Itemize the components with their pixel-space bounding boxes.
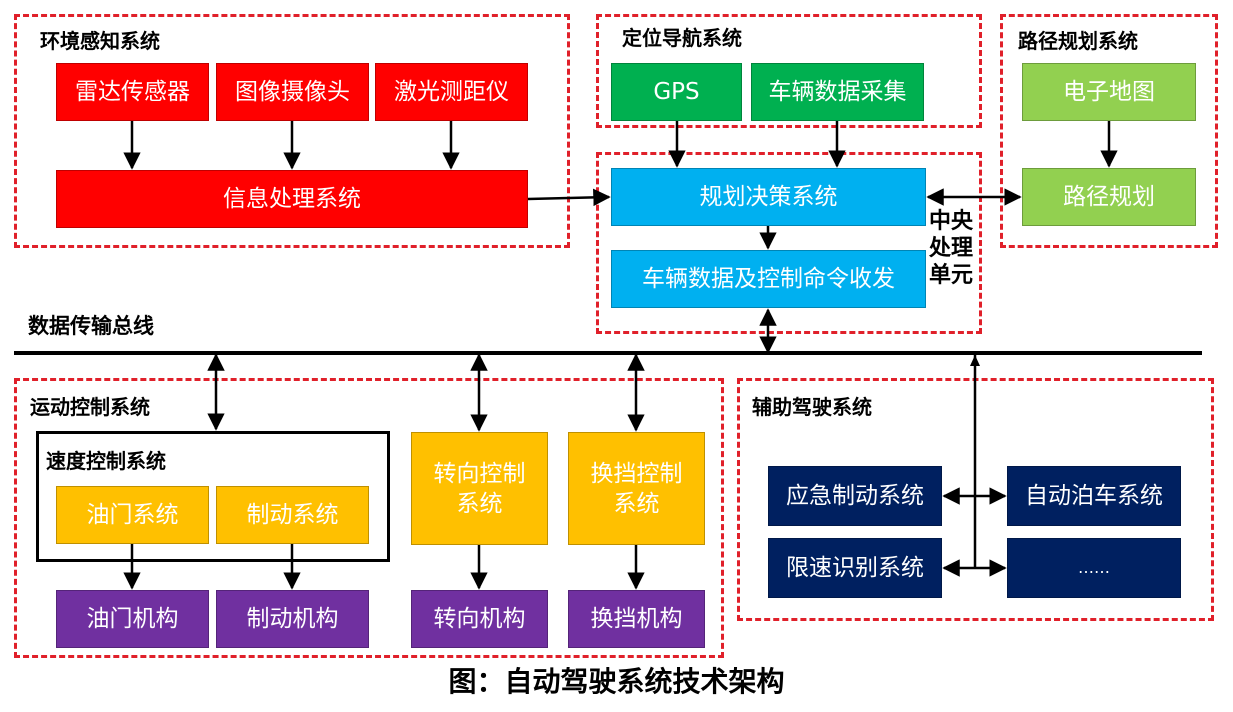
group-label-assist: 辅助驾驶系统 [752,395,872,419]
radar-sensor-box[interactable]: 雷达传感器 [56,63,209,121]
brake-system-box[interactable]: 制动系统 [216,486,369,544]
steering-control-box[interactable]: 转向控制系统 [411,432,548,545]
group-path-planning [1000,14,1218,248]
gear-mechanism-box[interactable]: 换挡机构 [568,590,705,648]
group-label-environment: 环境感知系统 [40,29,160,53]
figure-caption: 图：自动驾驶系统技术架构 [448,665,785,698]
vehicle-data-acquisition-box[interactable]: 车辆数据采集 [751,63,924,121]
electronic-map-box[interactable]: 电子地图 [1022,63,1196,121]
emergency-brake-box[interactable]: 应急制动系统 [768,466,942,526]
data-bus-label: 数据传输总线 [28,314,154,338]
throttle-system-box[interactable]: 油门系统 [56,486,209,544]
brake-mechanism-box[interactable]: 制动机构 [216,590,369,648]
group-central-processing [596,152,982,334]
group-label-motion: 运动控制系统 [30,395,150,419]
throttle-mechanism-box[interactable]: 油门机构 [56,590,209,648]
more-systems-box[interactable]: …… [1007,538,1181,598]
arrow-info-to-decision [527,188,611,207]
group-speed-control [36,431,390,562]
assist-trunk-arrowhead [970,355,980,366]
data-command-transceiver-box[interactable]: 车辆数据及控制命令收发 [611,250,926,308]
steering-mechanism-box[interactable]: 转向机构 [411,590,548,648]
group-environment-perception [14,14,570,248]
decision-system-box[interactable]: 规划决策系统 [611,168,926,226]
group-label-speed: 速度控制系统 [46,449,166,473]
auto-parking-box[interactable]: 自动泊车系统 [1007,466,1181,526]
speed-limit-recognition-box[interactable]: 限速识别系统 [768,538,942,598]
group-motion-control [14,378,724,658]
image-camera-box[interactable]: 图像摄像头 [216,63,369,121]
gear-control-box[interactable]: 换挡控制系统 [568,432,705,545]
laser-rangefinder-box[interactable]: 激光测距仪 [375,63,528,121]
group-positioning-navigation [596,14,982,128]
central-processing-unit-label: 中央处理单元 [929,209,974,288]
gps-box[interactable]: GPS [611,63,742,121]
route-planning-box[interactable]: 路径规划 [1022,168,1196,226]
group-label-navigation: 定位导航系统 [622,26,742,50]
group-label-path: 路径规划系统 [1018,29,1138,53]
info-processing-box[interactable]: 信息处理系统 [56,170,528,228]
